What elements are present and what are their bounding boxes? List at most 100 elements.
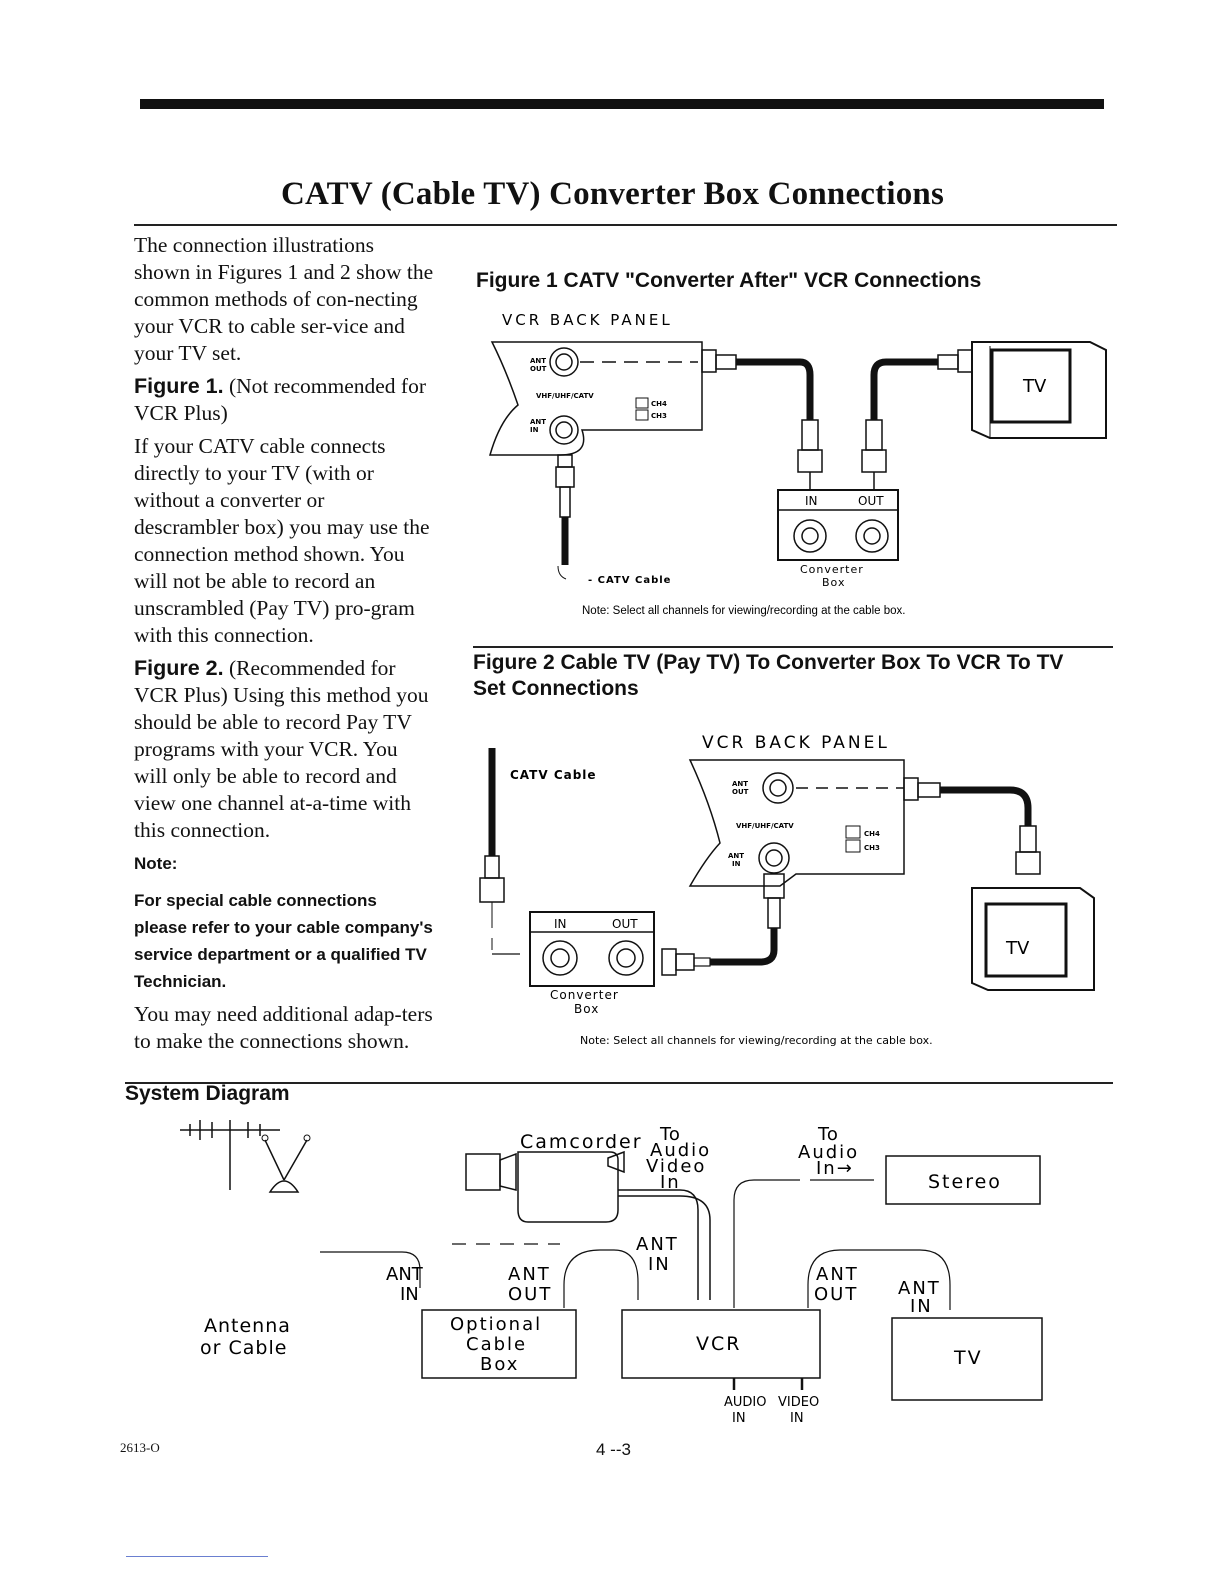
- antenna-label-1: Antenna: [204, 1315, 291, 1337]
- rabbit-ear-base: [268, 1180, 300, 1193]
- to-av-4: In: [660, 1172, 681, 1193]
- top-rule: [140, 99, 1104, 109]
- fig2-connector-c3: [693, 957, 711, 967]
- ant-in-2-b: IN: [648, 1254, 671, 1275]
- figure1-desc: (Not recommended for VCR Plus): [134, 374, 426, 425]
- fig1-ch4-box: [635, 397, 649, 409]
- fig1-connector-a: [701, 349, 717, 373]
- fig1-connector-b: [801, 419, 819, 451]
- fig2-conv-out-jack-inner: [616, 948, 636, 968]
- system-diagram-rule: [125, 1082, 1113, 1084]
- video-in-2: IN: [790, 1411, 804, 1426]
- figure1-paragraph: Figure 1. (Not recommended for VCR Plus): [134, 373, 434, 427]
- fig1-connector-b2: [797, 449, 823, 473]
- rabbit-ear-1: [264, 1139, 285, 1181]
- fig2-antin-2: IN: [732, 860, 741, 868]
- fig1-connector-e2: [555, 466, 575, 488]
- to-audio-2: Audio: [798, 1142, 859, 1163]
- figure2-rule: [473, 646, 1113, 648]
- fig1-connector-c: [865, 419, 883, 451]
- ant-in-3-b: IN: [910, 1296, 933, 1317]
- fig1-cable-1: [736, 358, 814, 420]
- fig2-cable-2: [940, 786, 1032, 826]
- vcr-to-stereo-line: [733, 1179, 800, 1308]
- optional-to-vcr-line: [563, 1249, 639, 1308]
- figure1-diagram: VCR BACK PANEL ANT OUT VHF/UHF/CATV CH4 …: [489, 311, 1107, 617]
- ant-in-1-b: IN: [400, 1284, 419, 1305]
- stereo-box: [885, 1155, 1041, 1205]
- fig1-back-panel: [489, 341, 703, 456]
- fig1-ch4: CH4: [651, 400, 667, 408]
- fig1-tv-body: [971, 341, 1107, 439]
- page-title: CATV (Cable TV) Converter Box Connection…: [281, 176, 944, 212]
- ant-in-1-a: ANT: [386, 1264, 424, 1285]
- fig2-note: Note: Select all channels for viewing/re…: [580, 1034, 933, 1047]
- rabbit-ear-tip-1: [261, 1134, 269, 1142]
- fig2-antout-jack-inner: [769, 779, 787, 797]
- to-av-3: Video: [646, 1156, 706, 1177]
- fig2-ch3: CH3: [864, 844, 880, 852]
- stereo-label: Stereo: [928, 1171, 1002, 1193]
- fig2-conv-out-jack: [608, 940, 644, 976]
- fig2-antout-jack: [762, 772, 794, 804]
- fig2-connector-e: [1019, 825, 1037, 853]
- fig1-catv-label: - CATV Cable: [588, 575, 671, 586]
- fig2-ch3-box: [845, 839, 861, 853]
- to-av-1: To: [659, 1124, 681, 1145]
- fig2-connector-d: [903, 777, 919, 801]
- vcr-to-tv-line: [807, 1249, 951, 1310]
- fig1-conv-out-jack-inner: [863, 527, 881, 545]
- fig1-antin-jack: [549, 415, 579, 445]
- intro-paragraph: The connection illustrations shown in Fi…: [134, 233, 434, 365]
- fig2-ch4-box: [845, 825, 861, 839]
- fig1-antout-jack: [549, 347, 579, 377]
- fig1-note: Note: Select all channels for viewing/re…: [582, 605, 905, 617]
- system-diagram: Antenna or Cable ANT IN Optional Cable B…: [180, 1120, 1043, 1426]
- fig2-conv-in: IN: [554, 917, 567, 931]
- fig1-antout-jack-inner: [555, 353, 573, 371]
- fig2-converter-label-2: Box: [574, 1002, 599, 1016]
- fig1-connector-d2: [957, 349, 973, 373]
- fig2-conv-out: OUT: [612, 917, 638, 931]
- fig1-connector-a2: [715, 354, 737, 370]
- fig1-antout-2: OUT: [530, 365, 547, 373]
- figure1-label: Figure 1.: [134, 374, 224, 398]
- video-in-1: VIDEO: [778, 1395, 819, 1410]
- antenna-label-2: or Cable: [200, 1337, 287, 1359]
- fig1-antin-1: ANT: [530, 418, 546, 426]
- camcorder-lens: [465, 1153, 501, 1191]
- fig1-conv-in: IN: [805, 494, 818, 508]
- fig1-connector-d: [937, 354, 959, 370]
- optional-cable-box: [421, 1309, 577, 1379]
- system-tv-label: TV: [953, 1347, 983, 1369]
- closing-paragraph: You may need additional adap-ters to mak…: [134, 1002, 433, 1053]
- fig1-ch3-box: [635, 409, 649, 421]
- fig2-connector-b2: [767, 897, 781, 929]
- fig2-tv-label: TV: [1005, 938, 1030, 959]
- figure2-paragraph: Figure 2. (Recommended for VCR Plus) Usi…: [134, 655, 434, 844]
- fig2-antin-jack-inner: [765, 849, 783, 867]
- fig2-conv-in-jack: [542, 940, 578, 976]
- fig1-antin-2: IN: [530, 426, 539, 434]
- camcorder-label: Camcorder: [520, 1131, 643, 1153]
- fig1-conv-in-jack-inner: [801, 527, 819, 545]
- fig1-conv-in-jack: [793, 519, 827, 553]
- to-audio-1: To: [817, 1124, 839, 1145]
- ant-out-1-b: OUT: [508, 1284, 552, 1305]
- fig2-tv-body: [971, 887, 1095, 991]
- camcorder-viewfinder: [607, 1150, 625, 1174]
- figure1-body: If your CATV cable connects directly to …: [134, 434, 430, 647]
- fig2-band: VHF/UHF/CATV: [736, 822, 794, 830]
- optional-box-label-1: Optional: [450, 1314, 542, 1335]
- fig1-cable-2: [870, 358, 938, 420]
- figure1-caption: Figure 1 CATV "Converter After" VCR Conn…: [476, 269, 982, 292]
- fig1-converter-box: [777, 489, 899, 561]
- ant-out-2-b: OUT: [814, 1284, 858, 1305]
- fig1-panel-label: VCR BACK PANEL: [502, 311, 673, 329]
- figure2-diagram: VCR BACK PANEL CATV Cable ANT OUT VHF/UH…: [479, 733, 1095, 1047]
- fig1-conv-out: OUT: [858, 494, 884, 508]
- fig2-connector-a2: [479, 877, 505, 903]
- fig1-converter-label-1: Converter: [800, 563, 864, 576]
- fig2-panel-label: VCR BACK PANEL: [702, 733, 890, 753]
- fig2-converter-box: [529, 911, 655, 987]
